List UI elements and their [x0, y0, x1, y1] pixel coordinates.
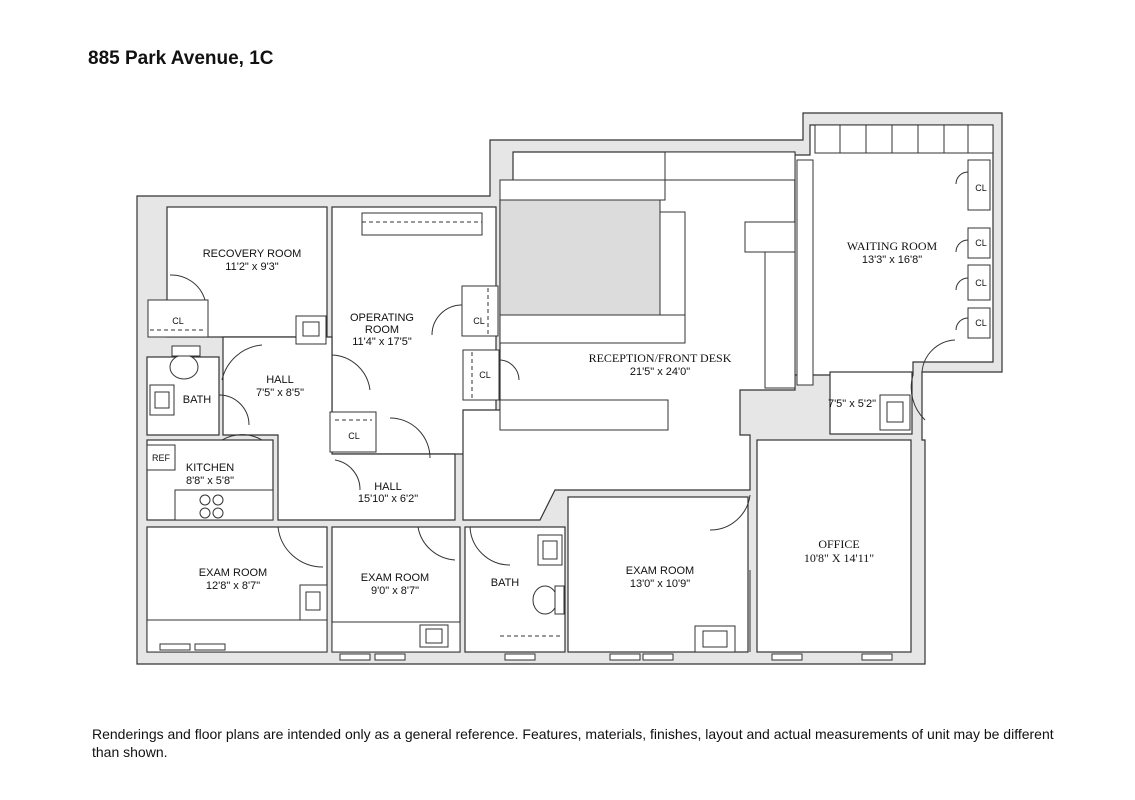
- hall-closet: [329, 411, 377, 453]
- room-name: EXAM ROOM: [361, 572, 429, 584]
- room-name: WAITING ROOM: [847, 239, 938, 253]
- stove-burner: [199, 494, 211, 506]
- room-size: 21'5" x 24'0": [630, 366, 690, 378]
- room-name: ROOM: [365, 324, 399, 336]
- room-size: 12'8" x 8'7": [206, 580, 260, 592]
- ref-label: REF: [152, 453, 171, 463]
- toilet-left: [169, 354, 199, 380]
- room-name: KITCHEN: [186, 462, 234, 474]
- reception-desk-block: [499, 199, 661, 316]
- operating-closet: [461, 285, 499, 337]
- office-area: [756, 439, 912, 653]
- room-name: BATH: [491, 577, 520, 589]
- room-name: HALL: [266, 374, 294, 386]
- room-name: BATH: [183, 394, 212, 406]
- windows: [159, 643, 893, 661]
- reception-bench-right: [764, 251, 796, 389]
- room-name: EXAM ROOM: [626, 565, 694, 577]
- closet-label: CL: [479, 370, 491, 380]
- room-size: 9'0" x 8'7": [371, 585, 419, 597]
- room-name: OFFICE: [818, 537, 859, 551]
- room-size: 11'4" x 17'5": [352, 336, 412, 348]
- room-name: EXAM ROOM: [199, 567, 267, 579]
- room-size: 11'2" x 9'3": [225, 261, 278, 273]
- closet-label: CL: [473, 316, 485, 326]
- reception-bench-top: [499, 179, 666, 201]
- waiting-room-closets: [955, 159, 991, 339]
- closet-label: CL: [975, 183, 987, 193]
- toilet-right: [532, 585, 558, 615]
- reception-desk-side: [659, 211, 686, 316]
- kitchen-counter: [174, 489, 274, 521]
- recovery-closet: [147, 299, 209, 338]
- operating-bench: [361, 212, 483, 236]
- room-size: 10'8" X 14'11": [804, 551, 874, 565]
- closet-label: CL: [975, 278, 987, 288]
- room-name: RECEPTION/FRONT DESK: [589, 351, 732, 365]
- waiting-room-cabinets: [796, 124, 994, 386]
- disclaimer: Renderings and floor plans are intended …: [92, 726, 1054, 760]
- refrigerator: [146, 444, 176, 471]
- reception-storage-right: [744, 221, 796, 253]
- room-size: 15'10" x 6'2": [358, 493, 418, 505]
- closet-label: CL: [975, 238, 987, 248]
- reception-counter-low: [499, 399, 669, 431]
- room-size: 8'8" x 5'8": [186, 475, 234, 487]
- room-size: 13'0" x 10'9": [630, 578, 690, 590]
- room-name: OPERATING: [350, 312, 414, 324]
- closet-label: CL: [172, 316, 184, 326]
- plan-title: 885 Park Avenue, 1C: [88, 48, 274, 69]
- closet-label: CL: [975, 318, 987, 328]
- reception-cabinet-top: [664, 151, 796, 181]
- room-size: 7'5" x 8'5": [256, 387, 304, 399]
- room-size: 13'3" x 16'8": [862, 254, 922, 266]
- room-name: HALL: [374, 481, 402, 493]
- room-name: RECOVERY ROOM: [203, 248, 302, 260]
- room-size: 7'5" x 5'2": [828, 398, 876, 410]
- reception-closet: [462, 349, 500, 401]
- reception-desk-front: [499, 314, 686, 344]
- closet-label: CL: [348, 431, 360, 441]
